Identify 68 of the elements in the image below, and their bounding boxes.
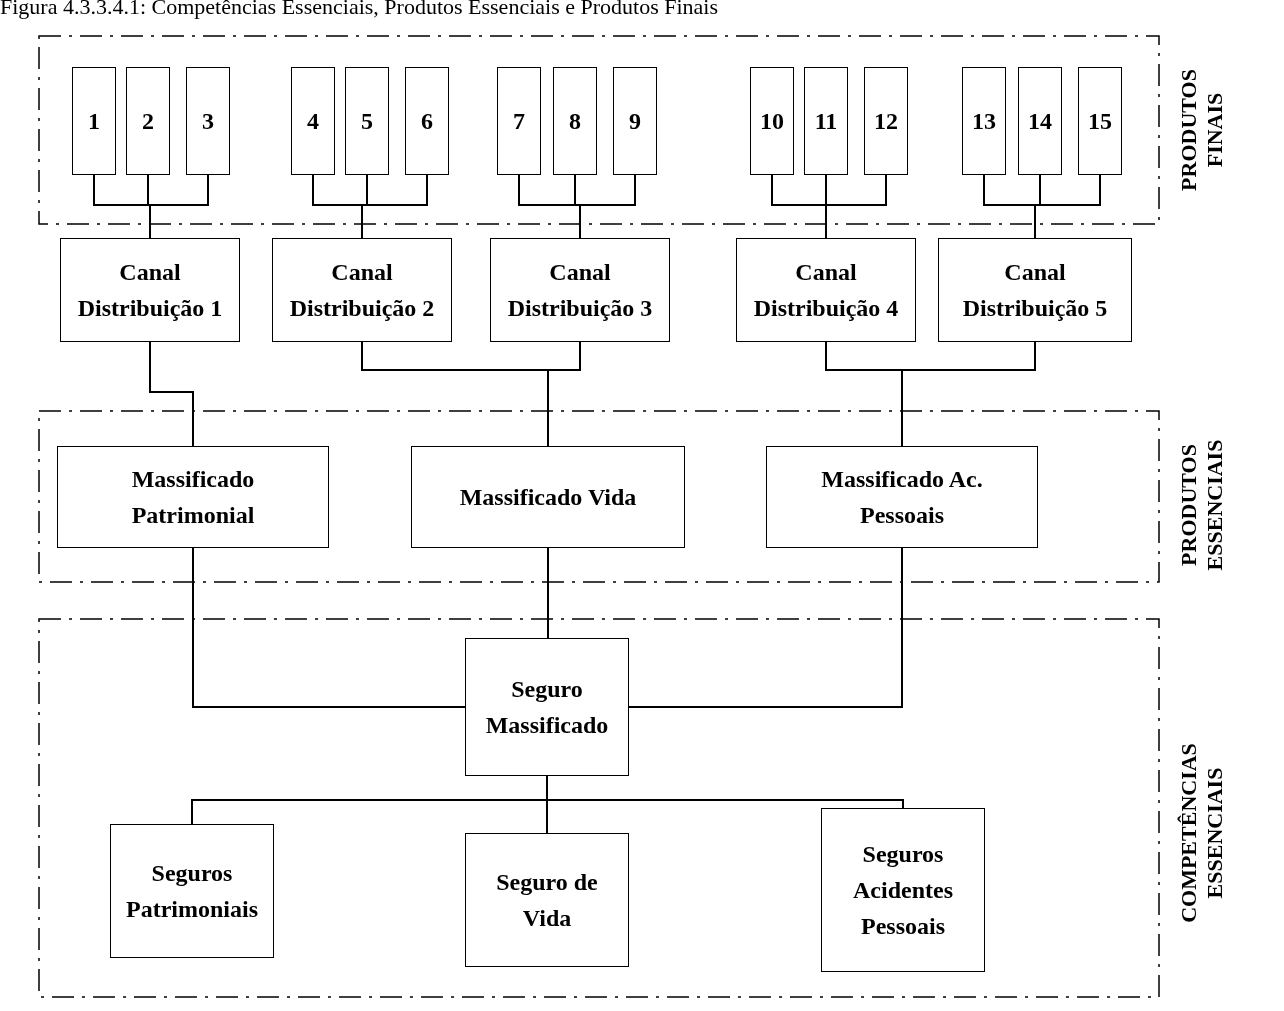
- box-label: 15: [1088, 107, 1112, 136]
- box-label: 2: [142, 107, 154, 136]
- process-box: [110, 824, 274, 958]
- process-box: [465, 638, 629, 776]
- connector-line: [149, 174, 209, 239]
- process-box: [405, 67, 449, 175]
- box-label: 9: [629, 107, 641, 136]
- box-label: 12: [874, 107, 898, 136]
- process-box: [1078, 67, 1122, 175]
- box-label: 6: [421, 107, 433, 136]
- process-box: [766, 446, 1038, 548]
- process-box: [186, 67, 230, 175]
- connector-line: [901, 341, 1036, 447]
- box-label: 14: [1028, 107, 1052, 136]
- process-box: [411, 446, 685, 548]
- box-label: 7: [513, 107, 525, 136]
- box-label: 11: [814, 107, 838, 136]
- box-label: Massificado Vida: [459, 483, 637, 512]
- process-box: [345, 67, 389, 175]
- box-label: Canal Distribuição 1: [76, 258, 224, 323]
- process-box: [465, 833, 629, 967]
- connector-line: [1034, 174, 1101, 239]
- process-box: [613, 67, 657, 175]
- box-label: Seguros Acidentes Pessoais: [852, 840, 954, 941]
- process-box: [962, 67, 1006, 175]
- process-box: [57, 446, 329, 548]
- connector-line: [149, 341, 194, 447]
- box-label: Seguro Massificado: [484, 675, 610, 740]
- box-label: 10: [760, 107, 784, 136]
- process-box: [938, 238, 1132, 342]
- process-box: [291, 67, 335, 175]
- connector-line: [547, 547, 549, 639]
- box-label: 13: [972, 107, 996, 136]
- process-box: [72, 67, 116, 175]
- process-box: [272, 238, 452, 342]
- box-label: Massificado Patrimonial: [130, 465, 256, 530]
- connector-line: [547, 341, 581, 447]
- connector-line: [192, 547, 466, 708]
- band-label: PRODUTOS FINAIS: [1176, 68, 1228, 193]
- process-box: [553, 67, 597, 175]
- process-box: [736, 238, 916, 342]
- process-box: [490, 238, 670, 342]
- process-box: [60, 238, 240, 342]
- connector-line: [825, 174, 887, 239]
- box-label: Seguros Patrimoniais: [125, 859, 259, 924]
- connector-line: [579, 174, 636, 239]
- process-box: [1018, 67, 1062, 175]
- box-label: Canal Distribuição 2: [288, 258, 436, 323]
- box-label: Massificado Ac. Pessoais: [820, 465, 984, 530]
- box-label: 3: [202, 107, 214, 136]
- box-label: Canal Distribuição 3: [506, 258, 654, 323]
- connector-line: [628, 547, 903, 708]
- box-label: 5: [361, 107, 373, 136]
- box-label: Canal Distribuição 4: [752, 258, 900, 323]
- connector-line: [361, 174, 428, 239]
- box-label: 4: [307, 107, 319, 136]
- process-box: [864, 67, 908, 175]
- band-label: PRODUTOS ESSENCIAIS: [1176, 438, 1228, 573]
- process-box: [804, 67, 848, 175]
- box-label: 8: [569, 107, 581, 136]
- process-box: [821, 808, 985, 972]
- box-label: Seguro de Vida: [495, 868, 599, 933]
- process-box: [126, 67, 170, 175]
- box-label: 1: [88, 107, 100, 136]
- process-box: [750, 67, 794, 175]
- box-label: Canal Distribuição 5: [961, 258, 1109, 323]
- process-box: [497, 67, 541, 175]
- band-label: COMPETÊNCIAS ESSENCIAIS: [1176, 741, 1228, 925]
